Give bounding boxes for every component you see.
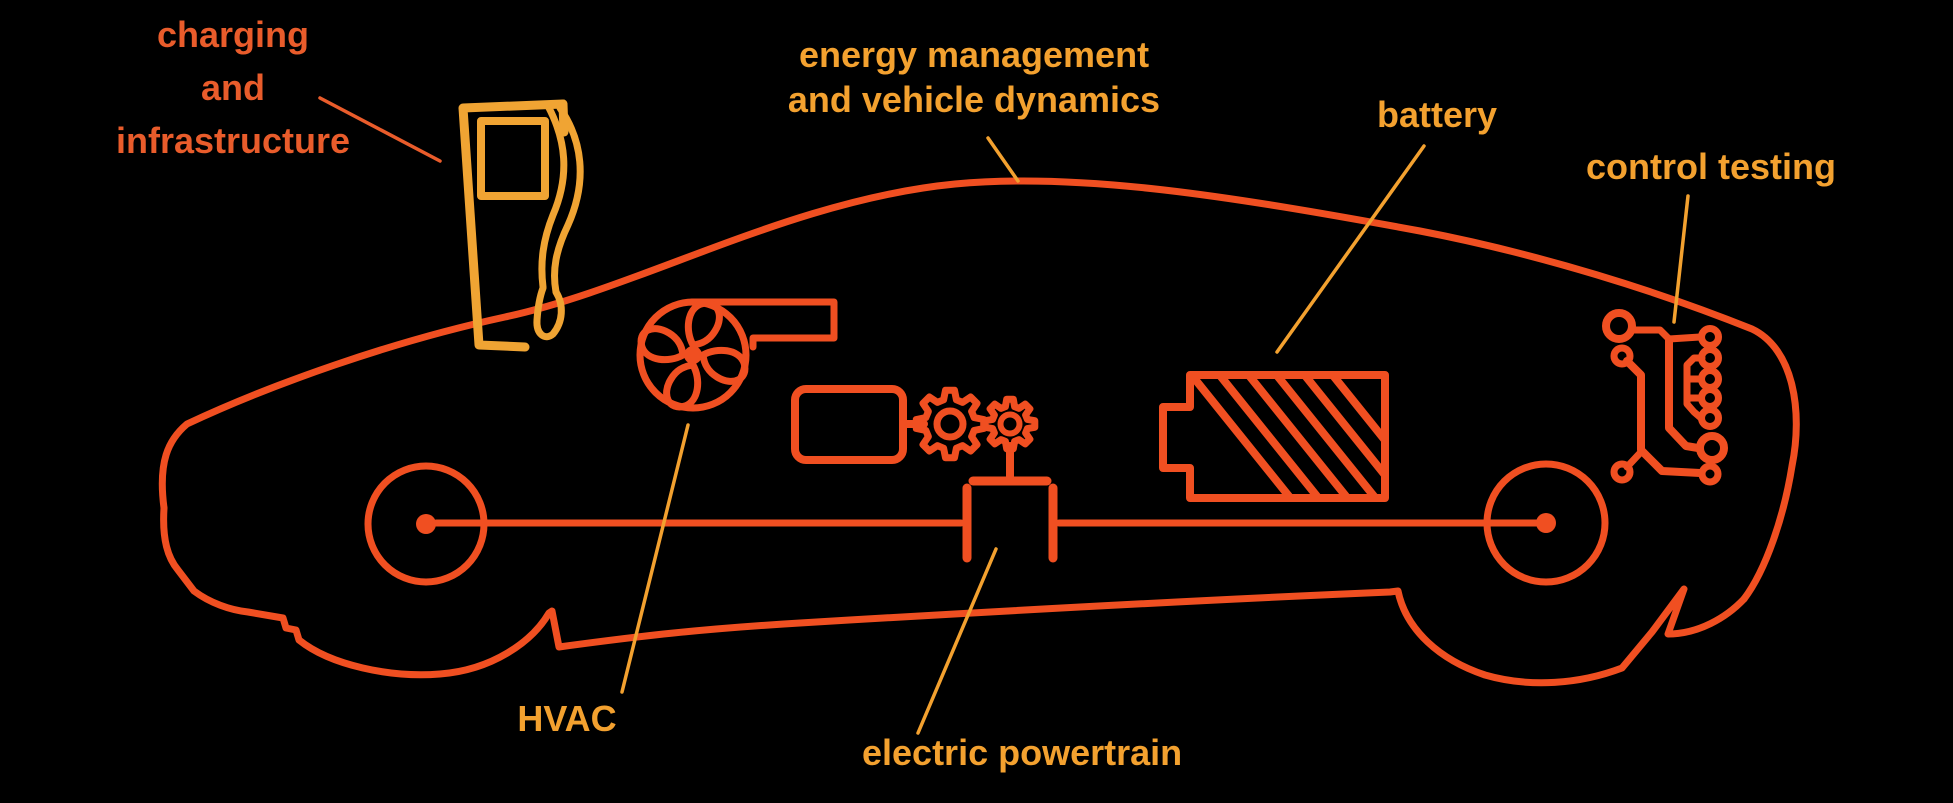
circuit-pad-large-left [1602, 309, 1636, 343]
battery-stripes [1194, 379, 1381, 494]
battery-label: battery [1376, 94, 1498, 135]
gear-large [912, 386, 988, 462]
gear-large-hole [933, 407, 967, 441]
leader-lines [318, 96, 1690, 735]
battery-body [1159, 371, 1389, 502]
fan-scroll-housing [688, 298, 838, 351]
battery-icon [1159, 371, 1389, 502]
electric-powertrain-label: electric powertrain [862, 732, 1183, 773]
circuit-trace-bus [1683, 354, 1706, 422]
car-outline [158, 177, 1800, 687]
circuit-pin-5 [1698, 406, 1722, 430]
energy-label-line2: and vehicle dynamics [787, 79, 1161, 120]
wheels-and-axle [364, 460, 1609, 586]
hvac-label: HVAC [517, 698, 617, 739]
circuit-pad-bottom-left [1610, 460, 1634, 484]
car-upper-outline [158, 177, 1800, 603]
hvac-leader-line [620, 423, 690, 694]
blower-fan-icon [636, 298, 838, 412]
pump-body [458, 99, 568, 352]
pump-screen [477, 117, 549, 200]
pump-plug [533, 284, 565, 341]
gear-small [981, 395, 1039, 453]
front-wheel-hub [416, 514, 436, 534]
charging-station-icon [458, 99, 584, 352]
charging-label-line3: infrastructure [115, 120, 351, 161]
control-testing-leader-line [1672, 194, 1690, 324]
charging-leader-line [318, 96, 442, 163]
gear-small-hole [997, 411, 1023, 437]
circuit-pad-large-right [1696, 432, 1728, 464]
charging-label-line1: charging [156, 14, 309, 55]
fan-blades [637, 299, 749, 411]
energy-management-label: energy management and vehicle dynamics [774, 32, 1174, 122]
energy-label-line1: energy management [798, 34, 1150, 75]
pump-cable-inner [538, 102, 568, 291]
circuit-trace-top [1627, 326, 1704, 343]
car-lower-outline [160, 504, 1748, 687]
battery-leader-line [1275, 144, 1426, 354]
circuit-pin-2 [1698, 346, 1722, 370]
motor-body [791, 385, 907, 464]
rear-wheel-hub [1536, 513, 1556, 533]
circuit-pin-1 [1698, 325, 1722, 349]
charging-infrastructure-label: charging and infrastructure [68, 8, 398, 167]
energy-leader-line [986, 136, 1020, 183]
fan-hub [684, 346, 702, 364]
circuit-trace-main [1665, 336, 1702, 452]
circuit-pin-4 [1698, 386, 1722, 410]
electric-powertrain-leader-line [916, 547, 998, 735]
circuit-pad-small-left [1610, 344, 1634, 368]
circuit-board-icon [1602, 309, 1728, 486]
control-testing-label: control testing [1586, 146, 1836, 187]
charging-label-line2: and [200, 67, 265, 108]
motor-with-gears-icon [791, 385, 1058, 563]
circuit-pin-6 [1698, 462, 1722, 486]
circuit-pin-3 [1698, 367, 1722, 391]
pump-cable-outer [551, 104, 584, 296]
